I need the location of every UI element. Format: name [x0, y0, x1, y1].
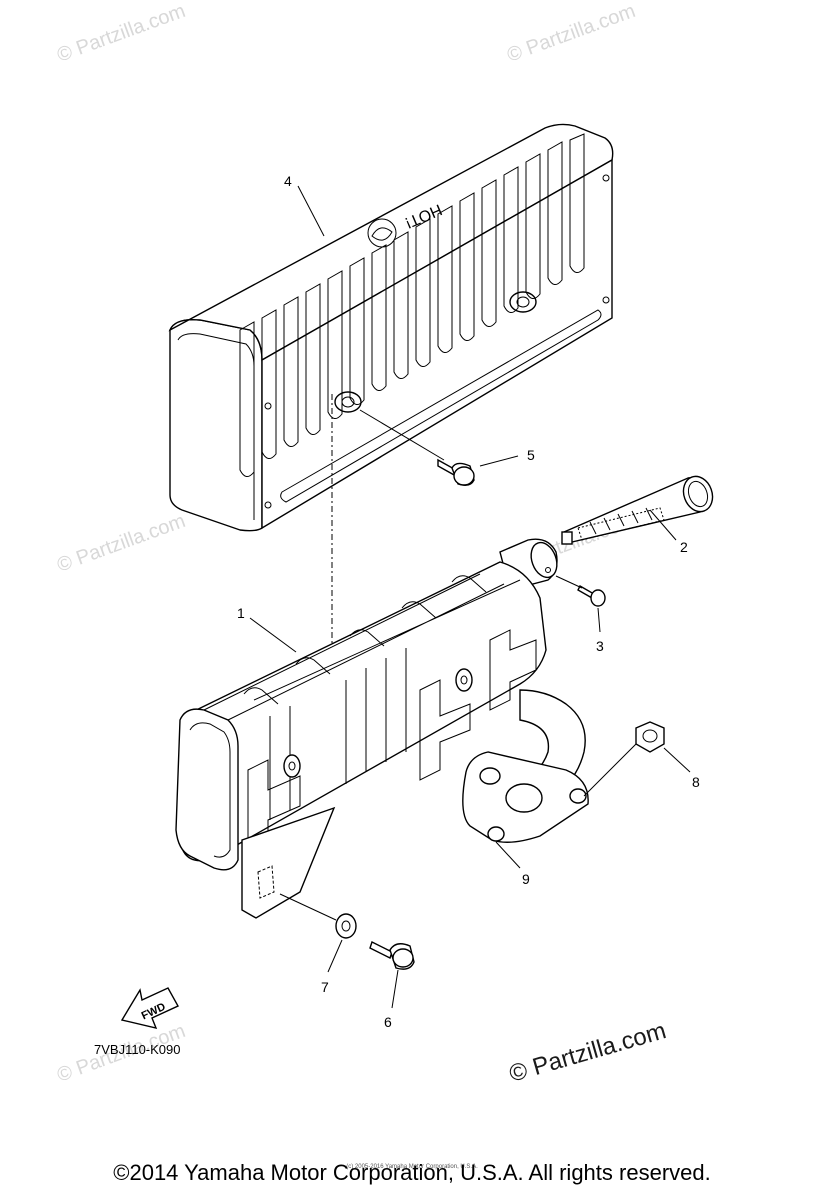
bolt-part-6 — [369, 941, 415, 970]
leader-8 — [663, 747, 691, 773]
copyright-notice: ©2014 Yamaha Motor Corporation, U.S.A. A… — [113, 1160, 711, 1185]
watermark-mid-left: © Partzilla.com — [54, 510, 188, 577]
leader-6 — [391, 969, 399, 1009]
watermark-top-right: © Partzilla.com — [504, 0, 638, 67]
spark-arrester-part — [561, 475, 714, 545]
leader-3-to-muffler — [555, 575, 583, 589]
screw-part-3 — [577, 585, 606, 607]
nut-part-8 — [635, 721, 665, 753]
callout-4: 4 — [284, 173, 292, 189]
muffler-part — [175, 538, 589, 919]
leader-9 — [495, 841, 521, 869]
cover-ribs — [239, 133, 585, 477]
part-code: 7VBJ110-K090 — [94, 1042, 181, 1057]
heat-cover-part: HOT! — [168, 123, 614, 532]
leader-8-to-flange — [583, 743, 637, 797]
leader-4 — [297, 185, 325, 237]
washer-part-7 — [335, 913, 357, 939]
fine-print: (c) 2005-2016 Yamaha Motor Corporation, … — [346, 1164, 478, 1170]
leader-7-to-bracket — [279, 893, 337, 921]
leader-5 — [479, 455, 519, 467]
leader-1 — [249, 617, 297, 653]
callout-2: 2 — [680, 539, 688, 555]
watermark-top-left: © Partzilla.com — [54, 0, 188, 67]
callout-3: 3 — [596, 638, 604, 654]
leader-5-to-cover — [359, 409, 445, 461]
bolt-part-5 — [437, 458, 475, 487]
callout-7: 7 — [321, 979, 329, 995]
callout-5: 5 — [527, 447, 535, 463]
callout-1: 1 — [237, 605, 245, 621]
forward-arrow-icon: FWD — [120, 987, 179, 1029]
watermark-main: © Partzilla.com — [506, 1017, 669, 1088]
leader-3 — [597, 607, 601, 633]
callout-8: 8 — [692, 774, 700, 790]
leader-7 — [327, 939, 343, 973]
callout-9: 9 — [522, 871, 530, 887]
leader-2 — [649, 509, 677, 541]
callout-6: 6 — [384, 1014, 392, 1030]
